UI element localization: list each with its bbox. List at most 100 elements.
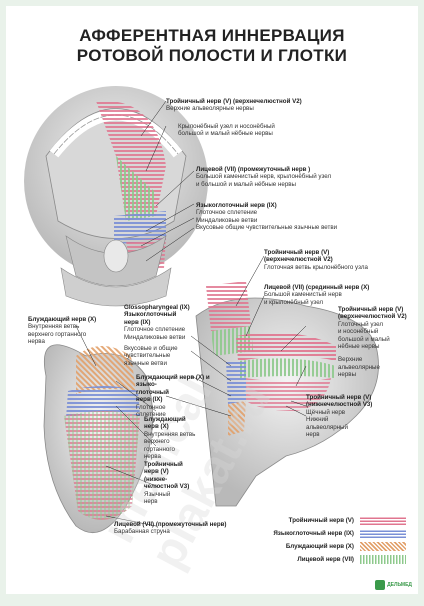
label-line: и крылонёбный узел (264, 298, 324, 306)
label-subtitle: (верхнечелюстной V2) (264, 256, 333, 264)
label-title: Блуждающий нерв (X) и языко- (136, 374, 210, 389)
label-line: Внутренняя ветвь (28, 323, 80, 331)
label-line: нервы (338, 371, 357, 379)
head-section-figure (195, 281, 379, 507)
anatomy-illustration (24, 86, 379, 534)
label-subtitle: (нижне- (144, 475, 168, 483)
label-subtitle: нерв (V) (144, 468, 169, 476)
label-line: Вкусовые общие чувствительные язычные ве… (196, 224, 338, 232)
label-line: Миндаликовые ветви (124, 333, 186, 341)
legend-swatch (360, 529, 406, 538)
legend-item-glossopharyngeal: Языкоглоточный нерв (IX) (206, 527, 406, 540)
legend-swatch (360, 555, 406, 564)
palate-figure (24, 86, 208, 307)
label-subtitle: Языкоглоточный (124, 311, 177, 319)
label-title: Тройничный нерв (V) (338, 306, 404, 313)
legend-label: Лицевой нерв (VII) (297, 556, 354, 563)
label-title: Glossopharyngeal (IX) (124, 304, 190, 311)
label-trigeminal-v3-left: Тройничный нерв (V) (нижне- челюстной V3… (144, 461, 224, 505)
label-line: и большой и малый нёбные нервы (196, 180, 297, 188)
label-line: нерв (306, 431, 320, 439)
legend-item-facial: Лицевой нерв (VII) (206, 553, 406, 566)
label-title: Лицевой (VII) (промежуточный нерв) (114, 521, 227, 528)
label-line: нерва (144, 453, 161, 461)
label-title: Тройничный нерв (V) (264, 249, 330, 256)
label-vagus-lower: Блуждающий нерв (X) Внутренняя ветвь вер… (144, 416, 224, 460)
label-line: и носонёбный (338, 328, 379, 336)
label-title: Тройничный (144, 461, 183, 468)
label-line: Глоточное сплетение (196, 209, 258, 217)
poster: АФФЕРЕНТНАЯ ИННЕРВАЦИЯ РОТОВОЙ ПОЛОСТИ И… (6, 6, 418, 594)
label-line: Глоточное сплетение (124, 326, 186, 334)
label-facial-vii-bottom: Лицевой (VII) (промежуточный нерв) Бараб… (114, 521, 254, 536)
title-line-1: АФФЕРЕНТНАЯ ИННЕРВАЦИЯ (79, 26, 345, 45)
legend-label: Блуждающий нерв (X) (285, 543, 354, 550)
label-vagus-left: Блуждающий нерв (X) Внутренняя ветвь вер… (28, 316, 118, 346)
label-line: Барабанная струна (114, 528, 170, 536)
tongue-figure (43, 344, 154, 534)
label-line: Глоточный узел (338, 320, 384, 328)
label-line: Большой каменистый нерв, крылонёбный узе… (196, 173, 332, 181)
label-trigeminal-v2-pharyngeal: Тройничный нерв (V) (верхнечелюстной V2)… (264, 249, 404, 271)
label-title: Лицевой (VII) (промежуточный нерв ) (196, 166, 311, 173)
legend-label: Языкоглоточный нерв (IX) (273, 530, 354, 537)
label-subtitle: нерв (IX) (124, 318, 151, 326)
label-line: Щёчный нерв (306, 408, 346, 416)
legend-swatch (360, 516, 406, 525)
logo-text: ДЕЛЬМЕД (387, 582, 412, 588)
label-line: нерва (28, 338, 45, 346)
legend: Тройничный нерв (V) Языкоглоточный нерв … (206, 514, 406, 566)
label-subtitle: (нижнечелюстной V3) (306, 401, 373, 409)
label-glossopharyngeal-top: Языкоглоточный нерв (IX) Глоточное сплет… (196, 202, 396, 232)
label-facial-vii-mid: Лицевой (VII) (срединный нерв (X) Большо… (264, 284, 404, 306)
label-line: нерв (144, 498, 158, 506)
label-title: Тройничный нерв (V) (верхнечелюстной V2) (166, 98, 302, 105)
label-subtitle: челюстной V3) (144, 483, 190, 491)
label-subtitle: глоточный (136, 388, 169, 396)
logo-icon (375, 580, 386, 590)
label-subtitle: нерв (IX) (136, 396, 163, 404)
label-trigeminal-v2-right: Тройничный нерв (V) (верхнечелюстной V2)… (338, 306, 414, 379)
label-line: гортанного (144, 445, 175, 453)
legend-item-vagus: Блуждающий нерв (X) (206, 540, 406, 553)
label-subtitle: (верхнечелюстной V2) (338, 313, 407, 321)
legend-swatch (360, 542, 406, 551)
page-title: АФФЕРЕНТНАЯ ИННЕРВАЦИЯ РОТОВОЙ ПОЛОСТИ И… (6, 26, 418, 66)
label-line: альвеолярные (338, 363, 380, 371)
label-line: чувствительные (124, 352, 171, 360)
label-line: большой и малый нёбные нервы (178, 130, 273, 138)
label-line: Большой каменистый нерв (264, 291, 342, 299)
label-title: Блуждающий (144, 416, 186, 423)
label-line: Миндаликовые ветви (196, 216, 258, 224)
label-line: Внутренняя ветвь (144, 430, 196, 438)
label-pterygopalatine: Крылонёбный узел и носонёбный большой и … (178, 123, 358, 138)
label-trigeminal-v3-right: Тройничный нерв (V) (нижнечелюстной V3) … (306, 394, 411, 438)
label-line: Глоточная ветвь крылонёбного узла (264, 263, 368, 271)
leader-lines (75, 100, 307, 527)
label-title: Тройничный нерв (V) (306, 394, 372, 401)
publisher-logo: ДЕЛЬМЕД (375, 580, 412, 590)
label-line: верхнего (144, 438, 170, 446)
label-line: большой и малый (338, 335, 390, 343)
label-title: Лицевой (VII) (срединный нерв (X) (264, 284, 370, 291)
title-line-2: РОТОВОЙ ПОЛОСТИ И ГЛОТКИ (76, 46, 348, 65)
label-line: сплетение (136, 411, 166, 419)
label-vagus-glosso: Блуждающий нерв (X) и языко- глоточный н… (136, 374, 226, 418)
label-line: Глоточное (136, 403, 166, 411)
label-trigeminal-v2-top: Тройничный нерв (V) (верхнечелюстной V2)… (166, 98, 366, 113)
label-glossopharyngeal-mid: Glossopharyngeal (IX) Языкоглоточный нер… (124, 304, 224, 367)
legend-label: Тройничный нерв (V) (288, 517, 354, 524)
label-line: Вкусовые и общие (124, 345, 178, 353)
label-line: Крылонёбный узел и носонёбный (178, 123, 275, 130)
label-title: Блуждающий нерв (X) (28, 316, 97, 323)
label-line: язычные ветви (124, 359, 167, 367)
label-line: Язычный (144, 490, 171, 498)
label-line: Верхние альвеолярные нервы (166, 105, 254, 113)
label-line: Нижний (306, 416, 329, 424)
label-line: верхнего гортанного (28, 330, 87, 338)
label-title: Языкоглоточный нерв (IX) (196, 202, 277, 209)
label-line: Верхние (338, 356, 363, 364)
legend-item-trigeminal: Тройничный нерв (V) (206, 514, 406, 527)
label-facial-vii-top: Лицевой (VII) (промежуточный нерв ) Боль… (196, 166, 396, 188)
label-line: альвеолярный (306, 423, 348, 431)
